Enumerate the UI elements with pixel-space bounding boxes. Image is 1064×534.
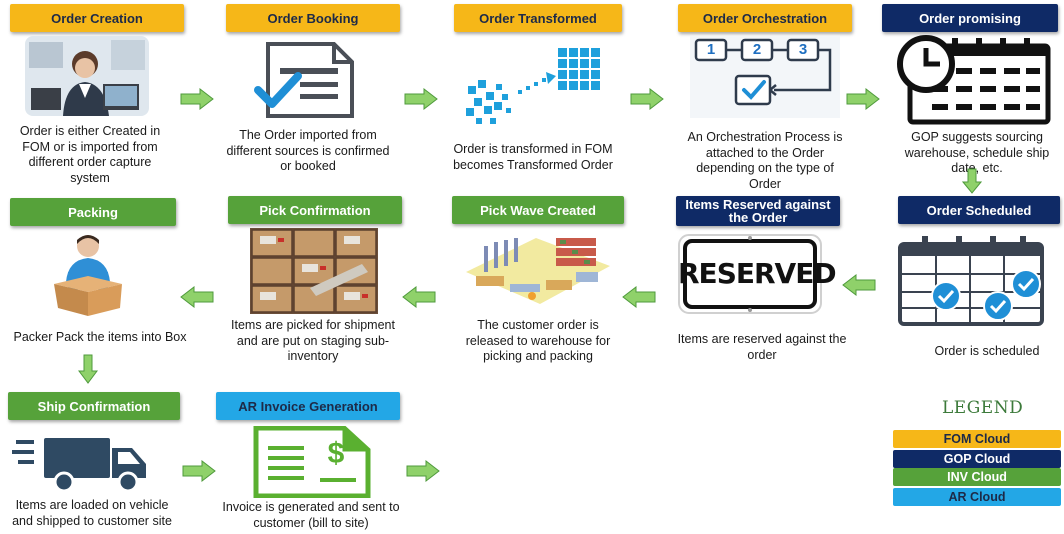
step-desc-order-promising: GOP suggests sourcing warehouse, schedul… (904, 130, 1050, 175)
legend-item-ar: AR Cloud (893, 488, 1061, 506)
legend-item-inv: INV Cloud (893, 468, 1061, 486)
flow-arrow-right (404, 87, 438, 115)
flow-arrow-left (180, 285, 214, 313)
delivery-truck-icon (12, 436, 148, 493)
stacked-boxes-photo-icon (250, 228, 378, 314)
step-header-ar-invoice: AR Invoice Generation (216, 392, 400, 420)
step-desc-order-booking: The Order imported from different source… (226, 128, 390, 173)
reserved-sign-icon: RESERVED (678, 234, 837, 314)
step-desc-ar-invoice: Invoice is generated and sent to custome… (222, 500, 400, 530)
transform-pixels-icon (462, 44, 612, 134)
legend-item-gop: GOP Cloud (893, 450, 1061, 468)
step-desc-order-orchestration: An Orchestration Process is attached to … (687, 130, 843, 191)
step-desc-pick-wave: The customer order is released to wareho… (465, 318, 611, 363)
flow-arrow-down (78, 354, 98, 389)
booking-document-icon (250, 38, 360, 122)
orchestration-number-3: 3 (798, 41, 808, 58)
step-desc-order-scheduled: Order is scheduled (934, 344, 1040, 358)
step-header-order-scheduled: Order Scheduled (898, 196, 1060, 224)
step-desc-items-reserved: Items are reserved against the order (677, 332, 847, 362)
step-header-order-creation: Order Creation (10, 4, 184, 32)
step-desc-ship-confirmation: Items are loaded on vehicle and shipped … (12, 498, 172, 528)
orchestration-number-2: 2 (752, 41, 762, 58)
step-header-order-booking: Order Booking (226, 4, 400, 32)
reserved-sign-text: RESERVED (678, 257, 837, 290)
step-desc-packing: Packer Pack the items into Box (13, 330, 187, 344)
step-header-items-reserved: Items Reserved against the Order (676, 196, 840, 226)
warehouse-isometric-icon (466, 232, 610, 306)
step-header-order-promising: Order promising (882, 4, 1058, 32)
orchestration-steps-icon: 1 2 3 (690, 36, 840, 118)
orchestration-number-1: 1 (706, 41, 716, 58)
packer-person-icon (48, 232, 128, 316)
step-header-pick-wave: Pick Wave Created (452, 196, 624, 224)
legend-title: LEGEND (942, 398, 1024, 418)
flow-arrow-right (406, 459, 440, 487)
step-header-order-orchestration: Order Orchestration (678, 4, 852, 32)
dollar-symbol: $ (327, 437, 345, 470)
flow-arrow-right (182, 459, 216, 487)
flow-arrow-left (842, 273, 876, 301)
flow-arrow-right (630, 87, 664, 115)
step-header-pick-confirmation: Pick Confirmation (228, 196, 402, 224)
step-header-ship-confirmation: Ship Confirmation (8, 392, 180, 420)
calendar-checkmarks-icon (898, 234, 1046, 326)
step-header-order-transformed: Order Transformed (454, 4, 622, 32)
legend-item-fom: FOM Cloud (893, 430, 1061, 448)
flow-arrow-right (846, 87, 880, 115)
step-desc-pick-confirmation: Items are picked for shipment and are pu… (231, 318, 395, 363)
step-header-packing: Packing (10, 198, 176, 226)
step-desc-order-transformed: Order is transformed in FOM becomes Tran… (453, 142, 613, 172)
calendar-clock-icon (892, 34, 1054, 126)
person-at-computer-icon (25, 36, 149, 116)
flow-arrow-down (961, 168, 983, 199)
invoice-document-icon: $ (252, 426, 372, 498)
flow-arrow-left (622, 285, 656, 313)
flow-arrow-left (402, 285, 436, 313)
flow-arrow-right (180, 87, 214, 115)
step-desc-order-creation: Order is either Created in FOM or is imp… (19, 124, 161, 185)
